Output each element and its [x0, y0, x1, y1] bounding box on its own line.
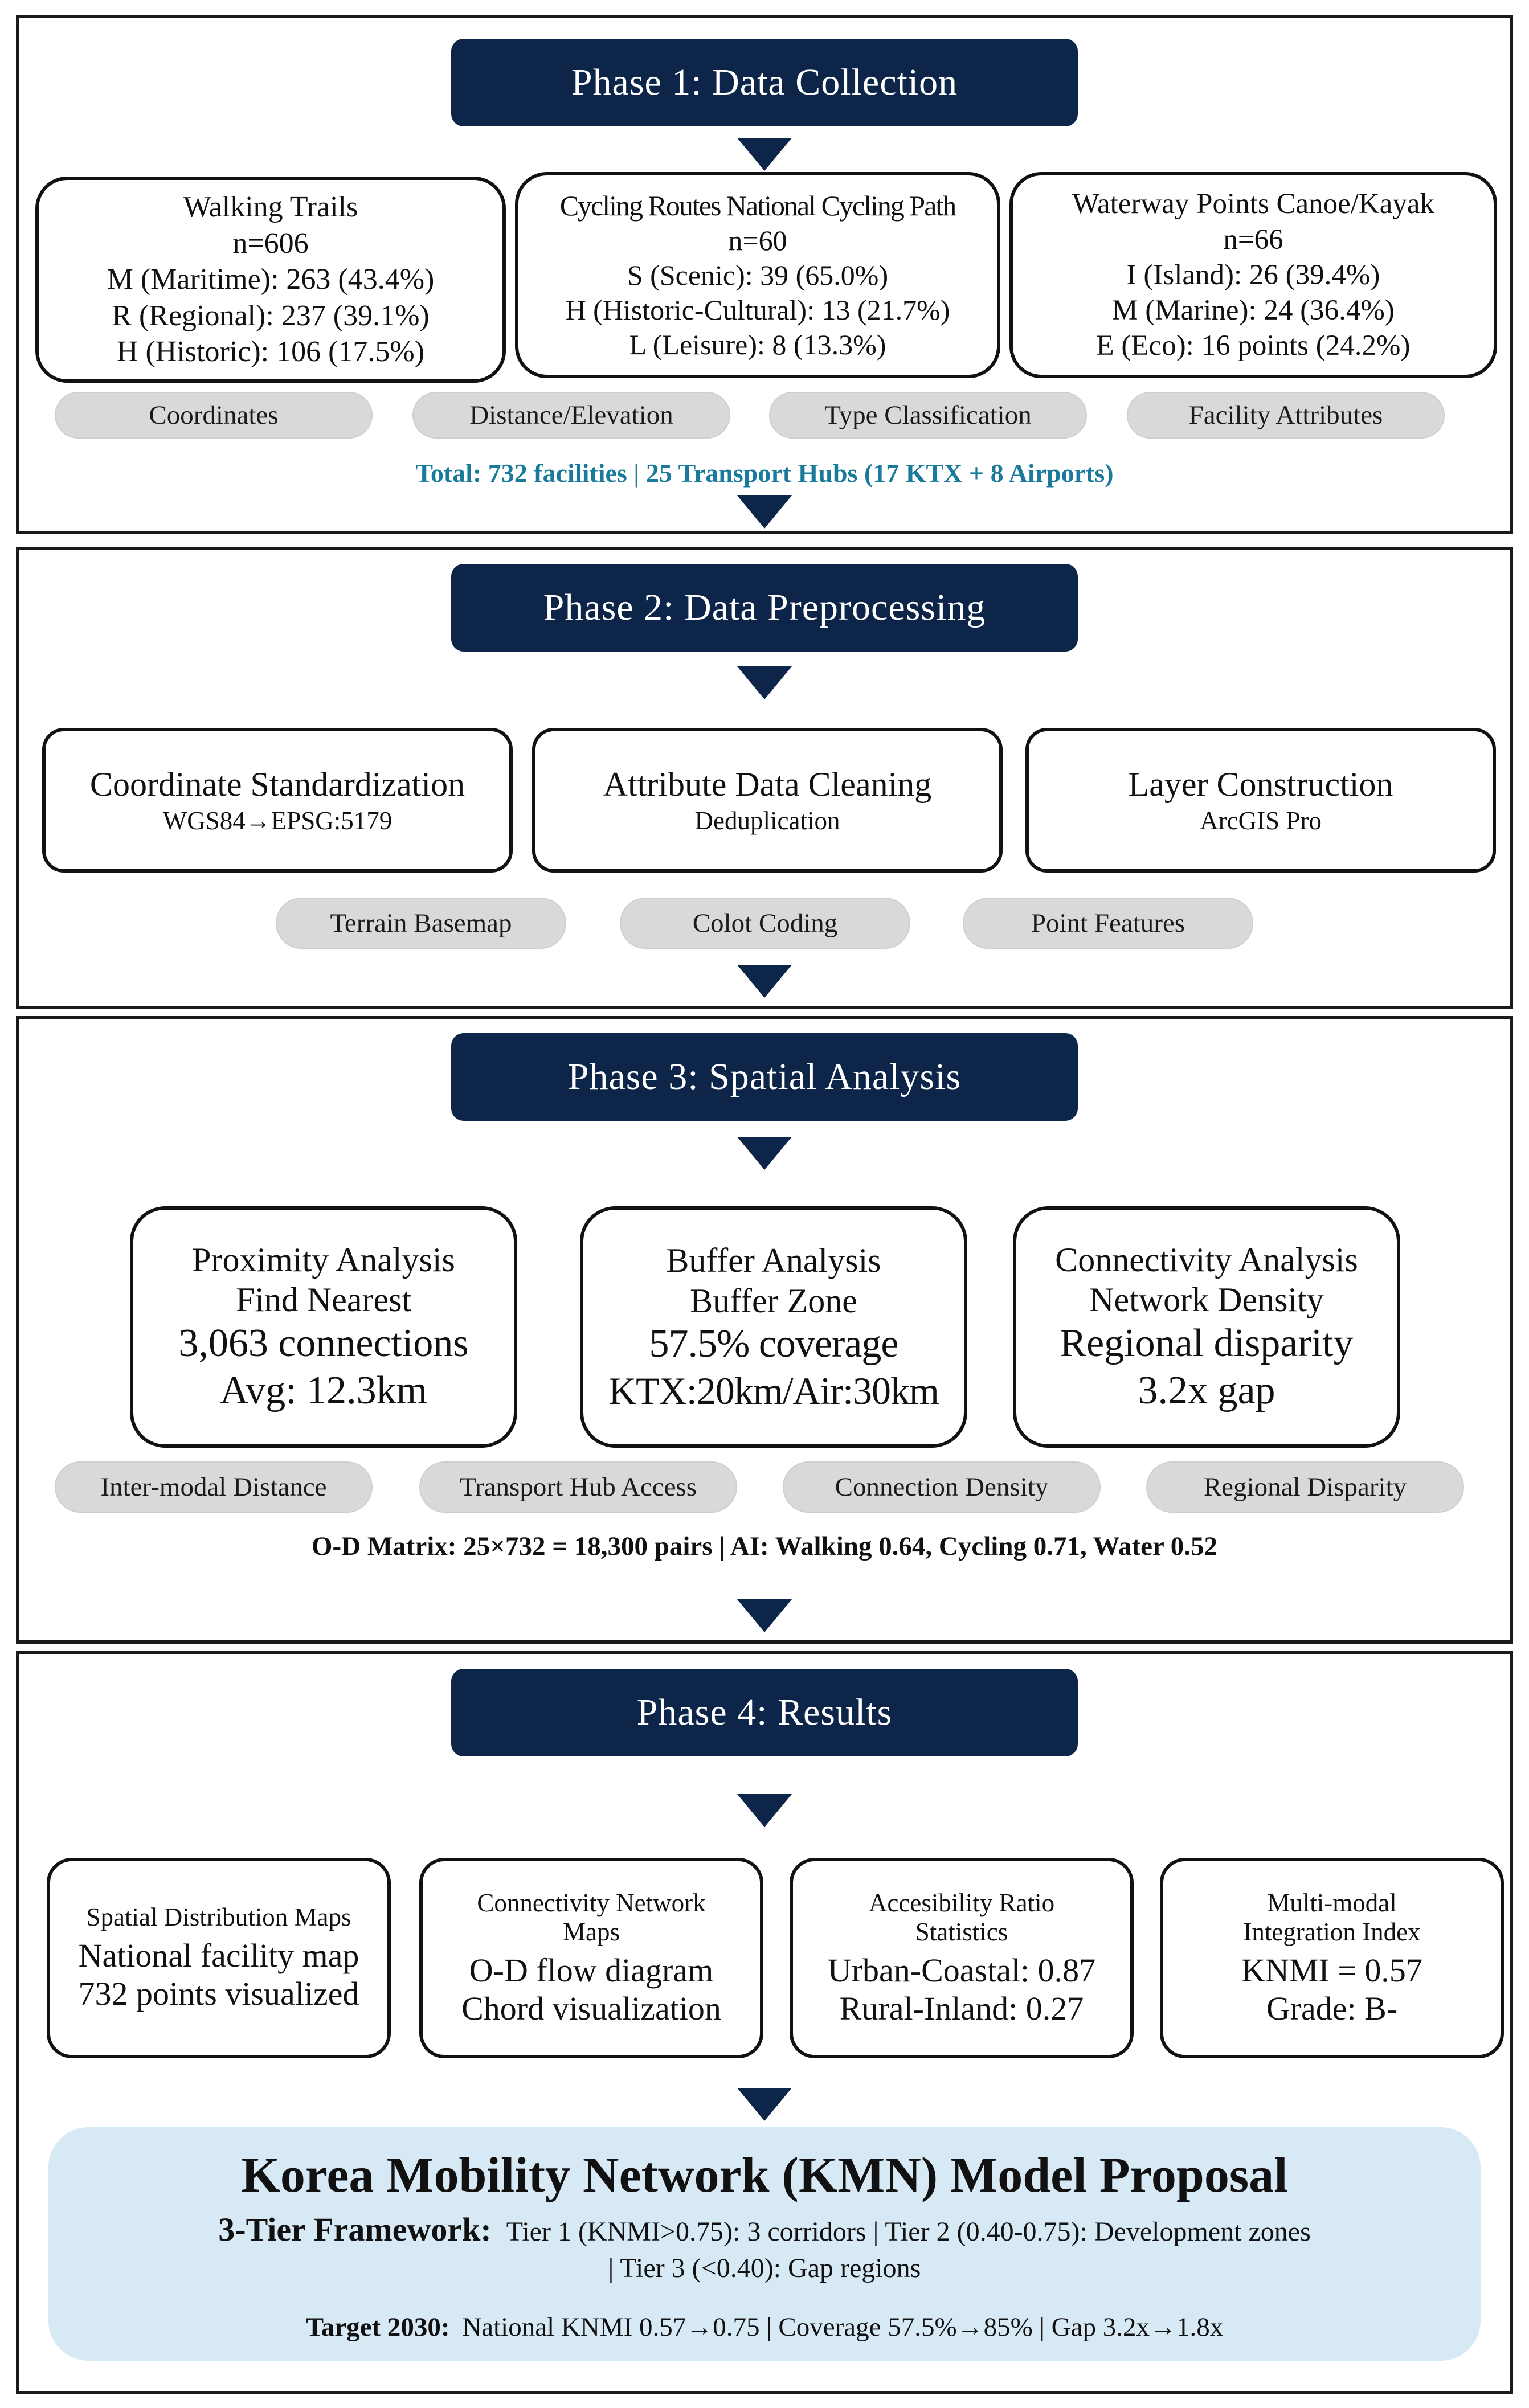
- layer-sub: ArcGIS Pro: [1200, 806, 1322, 836]
- access-ratio-title: Accesibility Ratio: [868, 1888, 1055, 1917]
- waterway-marine: M (Marine): 24 (36.4%): [1112, 294, 1395, 327]
- walking-historic: H (Historic): 106 (17.5%): [116, 335, 425, 368]
- conn-network-od: O-D flow diagram: [469, 1952, 714, 1989]
- layer-construction-card: Layer Construction ArcGIS Pro: [1025, 728, 1496, 873]
- phase2-panel: Phase 2: Data Preprocessing Coordinate S…: [16, 547, 1513, 1009]
- attr-clean-title: Attribute Data Cleaning: [603, 765, 932, 803]
- kmn-framework-label: 3-Tier Framework:: [218, 2211, 492, 2248]
- pill-type-classification: Type Classification: [769, 392, 1087, 439]
- phase3-header: Phase 3: Spatial Analysis: [451, 1033, 1078, 1121]
- conn-network-chord: Chord visualization: [461, 1989, 721, 2027]
- access-ratio-urban: Urban-Coastal: 0.87: [827, 1952, 1096, 1989]
- phase3-to-phase4-arrow-icon: [737, 1599, 792, 1632]
- kmn-framework-text: Tier 1 (KNMI>0.75): 3 corridors | Tier 2…: [506, 2217, 1311, 2247]
- buffer-title: Buffer Analysis: [666, 1241, 881, 1279]
- phase3-arrow-down-icon: [737, 1137, 792, 1170]
- phase2-header: Phase 2: Data Preprocessing: [451, 564, 1078, 652]
- proximity-connections: 3,063 connections: [178, 1321, 469, 1366]
- walking-maritime: M (Maritime): 263 (43.4%): [107, 263, 435, 296]
- pill-regional-disparity: Regional Disparity: [1146, 1461, 1464, 1513]
- connectivity-network-card: Connectivity Network Maps O-D flow diagr…: [419, 1858, 763, 2058]
- walking-regional: R (Regional): 237 (39.1%): [112, 299, 430, 332]
- access-ratio-rural: Rural-Inland: 0.27: [839, 1989, 1084, 2027]
- spatial-dist-points: 732 points visualized: [78, 1975, 359, 2012]
- phase2-to-phase3-arrow-icon: [737, 965, 792, 998]
- connectivity-gap: 3.2x gap: [1138, 1368, 1275, 1412]
- kmn-framework-text2: | Tier 3 (<0.40): Gap regions: [608, 2253, 921, 2283]
- connectivity-disparity: Regional disparity: [1060, 1321, 1354, 1366]
- pill-point-features: Point Features: [963, 898, 1253, 949]
- waterway-eco: E (Eco): 16 points (24.2%): [1096, 330, 1411, 362]
- buffer-coverage: 57.5% coverage: [649, 1322, 899, 1366]
- proximity-analysis-card: Proximity Analysis Find Nearest 3,063 co…: [130, 1206, 517, 1448]
- attr-clean-sub: Deduplication: [694, 806, 840, 836]
- spatial-distribution-card: Spatial Distribution Maps National facil…: [47, 1858, 391, 2058]
- coord-std-sub: WGS84→EPSG:5179: [162, 806, 393, 836]
- cycling-scenic: S (Scenic): 39 (65.0%): [627, 259, 889, 291]
- kmn-proposal-box: Korea Mobility Network (KMN) Model Propo…: [48, 2127, 1481, 2361]
- conn-network-title2: Maps: [563, 1918, 620, 1947]
- connectivity-analysis-card: Connectivity Analysis Network Density Re…: [1013, 1206, 1400, 1448]
- pill-distance-elevation: Distance/Elevation: [412, 392, 730, 439]
- phase1-to-phase2-arrow-icon: [737, 495, 792, 529]
- cycling-routes-card: Cycling Routes National Cycling Path n=6…: [515, 172, 1000, 378]
- coord-std-title: Coordinate Standardization: [89, 765, 465, 803]
- phase4-arrow-down-icon: [737, 1794, 792, 1827]
- phase3-panel: Phase 3: Spatial Analysis Proximity Anal…: [16, 1016, 1513, 1644]
- phase4-header: Phase 4: Results: [451, 1669, 1078, 1756]
- spatial-dist-title: Spatial Distribution Maps: [86, 1903, 351, 1932]
- phase1-total: Total: 732 facilities | 25 Transport Hub…: [415, 458, 1114, 488]
- pill-transport-hub-access: Transport Hub Access: [419, 1461, 737, 1513]
- cycling-leisure: L (Leisure): 8 (13.3%): [629, 328, 886, 361]
- spatial-dist-map: National facility map: [78, 1937, 359, 1975]
- cycling-count: n=60: [728, 224, 787, 256]
- kmn-title: Korea Mobility Network (KMN) Model Propo…: [241, 2148, 1288, 2203]
- cycling-historic-cultural: H (Historic-Cultural): 13 (21.7%): [565, 293, 950, 326]
- kmn-framework-line: 3-Tier Framework: Tier 1 (KNMI>0.75): 3 …: [48, 2210, 1481, 2249]
- knmi-title2: Integration Index: [1243, 1918, 1421, 1947]
- pill-coordinates: Coordinates: [55, 392, 373, 439]
- walking-count: n=606: [232, 227, 309, 260]
- kmn-target-line: Target 2030: National KNMI 0.57→0.75 | C…: [48, 2312, 1481, 2343]
- phase2-arrow-down-icon: [737, 666, 792, 699]
- coordinate-standardization-card: Coordinate Standardization WGS84→EPSG:51…: [42, 728, 513, 873]
- knmi-grade: Grade: B-: [1266, 1989, 1398, 2027]
- waterway-island: I (Island): 26 (39.4%): [1126, 259, 1380, 291]
- proximity-avg: Avg: 12.3km: [219, 1368, 428, 1412]
- access-ratio-title2: Statistics: [915, 1918, 1008, 1947]
- buffer-radius: KTX:20km/Air:30km: [608, 1369, 939, 1412]
- waterway-title: Waterway Points Canoe/Kayak: [1072, 188, 1435, 220]
- accessibility-ratio-card: Accesibility Ratio Statistics Urban-Coas…: [790, 1858, 1134, 2058]
- pill-colot-coding: Colot Coding: [620, 898, 910, 949]
- waterway-points-card: Waterway Points Canoe/Kayak n=66 I (Isla…: [1009, 172, 1497, 378]
- pill-connection-density: Connection Density: [783, 1461, 1101, 1513]
- phase1-header: Phase 1: Data Collection: [451, 39, 1078, 126]
- connectivity-density: Network Density: [1089, 1281, 1324, 1319]
- pill-facility-attributes: Facility Attributes: [1127, 392, 1445, 439]
- buffer-zone: Buffer Zone: [690, 1281, 857, 1320]
- pill-inter-modal-distance: Inter-modal Distance: [55, 1461, 373, 1513]
- kmn-target-text: National KNMI 0.57→0.75 | Coverage 57.5%…: [462, 2312, 1224, 2342]
- buffer-analysis-card: Buffer Analysis Buffer Zone 57.5% covera…: [580, 1206, 967, 1448]
- conn-network-title: Connectivity Network: [477, 1888, 706, 1917]
- knmi-title: Multi-modal: [1267, 1888, 1397, 1917]
- walking-trails-card: Walking Trails n=606 M (Maritime): 263 (…: [35, 177, 506, 383]
- phase1-panel: Phase 1: Data Collection Walking Trails …: [16, 15, 1513, 534]
- connectivity-title: Connectivity Analysis: [1055, 1240, 1358, 1279]
- attribute-cleaning-card: Attribute Data Cleaning Deduplication: [532, 728, 1003, 873]
- phase1-arrow-down-icon: [737, 138, 792, 171]
- od-matrix-note: O-D Matrix: 25×732 = 18,300 pairs | AI: …: [311, 1531, 1218, 1561]
- knmi-value: KNMI = 0.57: [1241, 1952, 1422, 1989]
- layer-title: Layer Construction: [1128, 765, 1393, 803]
- pill-terrain-basemap: Terrain Basemap: [276, 898, 566, 949]
- proximity-method: Find Nearest: [235, 1281, 412, 1319]
- proximity-title: Proximity Analysis: [192, 1240, 455, 1279]
- kmn-target-label: Target 2030:: [305, 2312, 450, 2342]
- walking-title: Walking Trails: [183, 191, 358, 224]
- waterway-count: n=66: [1223, 223, 1283, 256]
- cycling-title: Cycling Routes National Cycling Path: [559, 189, 957, 222]
- integration-index-card: Multi-modal Integration Index KNMI = 0.5…: [1160, 1858, 1504, 2058]
- results-to-kmn-arrow-icon: [737, 2088, 792, 2121]
